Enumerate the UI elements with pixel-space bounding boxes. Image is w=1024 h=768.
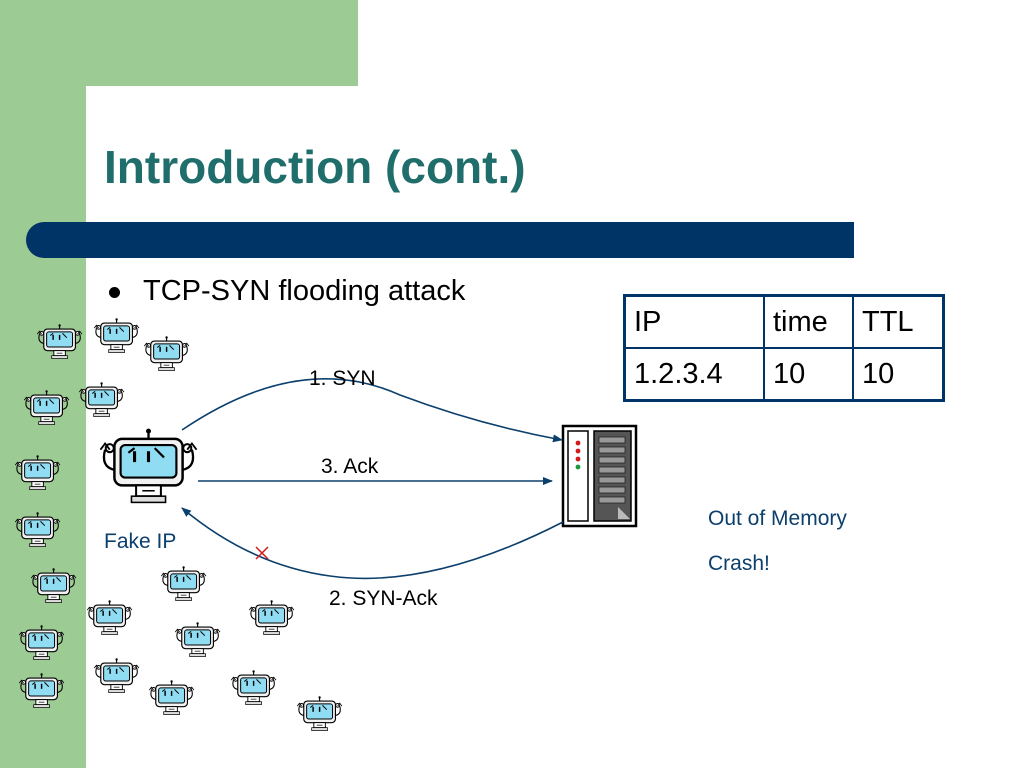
syn-label: 1. SYN xyxy=(309,367,376,390)
title-underline-bar xyxy=(26,222,854,258)
fake-host-icon xyxy=(23,389,70,426)
table-cell-ttl: 10 xyxy=(852,347,945,402)
fake-host-icon xyxy=(230,669,277,706)
fake-host-icon xyxy=(78,381,125,418)
syn-ack-arrow xyxy=(181,507,564,580)
bullet-text: TCP-SYN flooding attack xyxy=(143,275,466,307)
out-of-memory-label: Out of Memory xyxy=(708,507,847,530)
fake-host-icon xyxy=(143,335,190,372)
table-header-row: IP time TTL xyxy=(623,294,945,349)
fake-host-icon xyxy=(93,657,140,694)
fake-host-icon xyxy=(18,624,65,661)
fake-host-icon xyxy=(36,323,83,360)
fake-host-icon xyxy=(86,599,133,636)
background-band-top xyxy=(0,0,358,86)
server-icon xyxy=(561,424,638,528)
slide-title: Introduction (cont.) xyxy=(104,141,526,193)
crash-label: Crash! xyxy=(708,552,770,575)
fake-host-icon xyxy=(248,599,295,636)
table-row: 1.2.3.4 10 10 xyxy=(623,347,945,402)
fake-host-icon xyxy=(93,317,140,354)
fake-host-icon xyxy=(174,621,221,658)
fake-host-icon xyxy=(30,567,77,604)
table-cell-ip: 1.2.3.4 xyxy=(623,347,765,402)
table-header-time: time xyxy=(763,294,854,349)
attacker-robot-icon xyxy=(98,427,199,504)
table-header-ttl: TTL xyxy=(852,294,945,349)
fake-host-icon xyxy=(14,454,61,491)
table-cell-time: 10 xyxy=(763,347,854,402)
bullet-dot xyxy=(109,287,120,298)
content-panel xyxy=(86,86,1024,768)
fake-host-icon xyxy=(14,511,61,548)
fake-ip-label: Fake IP xyxy=(104,530,177,553)
fake-host-icon xyxy=(148,679,195,716)
fake-host-icon xyxy=(18,672,65,709)
ack-label: 3. Ack xyxy=(321,455,379,478)
syn-ack-label: 2. SYN-Ack xyxy=(329,587,438,610)
blocked-x-icon xyxy=(255,546,269,560)
syn-arrow xyxy=(181,378,563,443)
fake-host-icon xyxy=(160,565,207,602)
connection-table: IP time TTL 1.2.3.4 10 10 xyxy=(623,294,945,402)
fake-host-icon xyxy=(296,695,343,732)
table-header-ip: IP xyxy=(623,294,765,349)
